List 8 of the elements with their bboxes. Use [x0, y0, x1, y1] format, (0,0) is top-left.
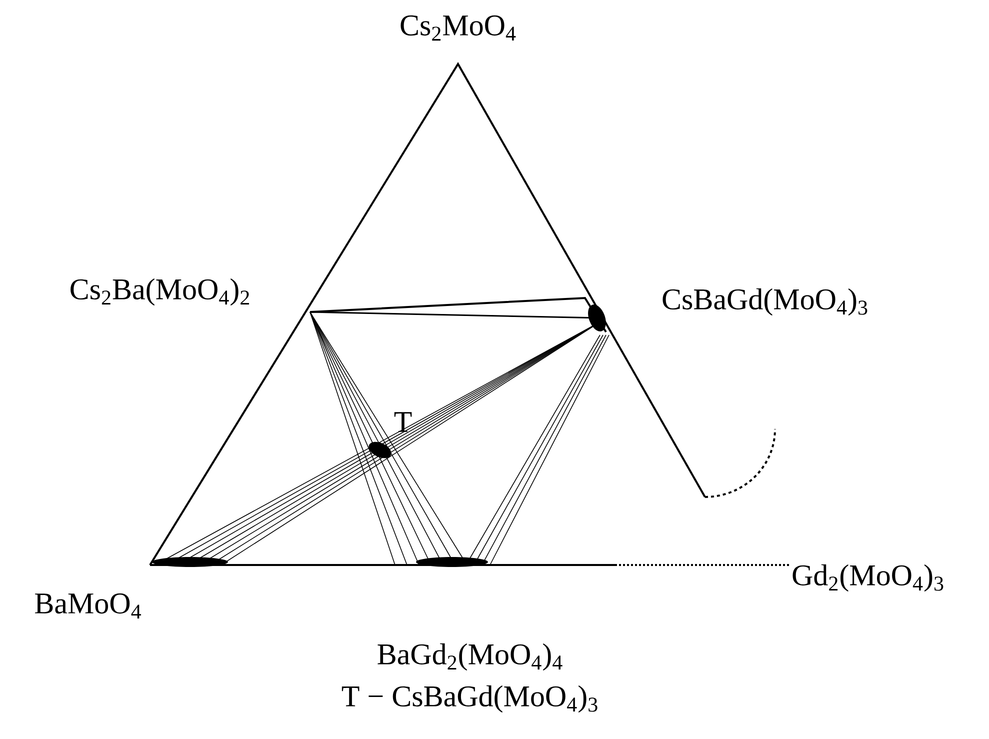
phase-label: T − CsBaGd(MoO$_{4}$)$_{3}$	[342, 685, 598, 713]
phase-label: Cs$_{2}$Ba(MoO$_{4}$)$_{2}$	[70, 278, 250, 306]
phase-label: CsBaGd(MoO$_{4}$)$_{3}$	[662, 288, 868, 316]
vertex-label: Gd$_{2}$(MoO$_{4}$)$_{3}$	[792, 564, 944, 592]
vertex-label: Cs$_{2}$MoO$_{4}$	[400, 15, 516, 41]
point-label: T	[394, 412, 412, 432]
phase-label: BaGd$_{2}$(MoO$_{4}$)$_{4}$	[378, 643, 562, 671]
vertex-label: BaMoO$_{4}$	[35, 593, 142, 619]
